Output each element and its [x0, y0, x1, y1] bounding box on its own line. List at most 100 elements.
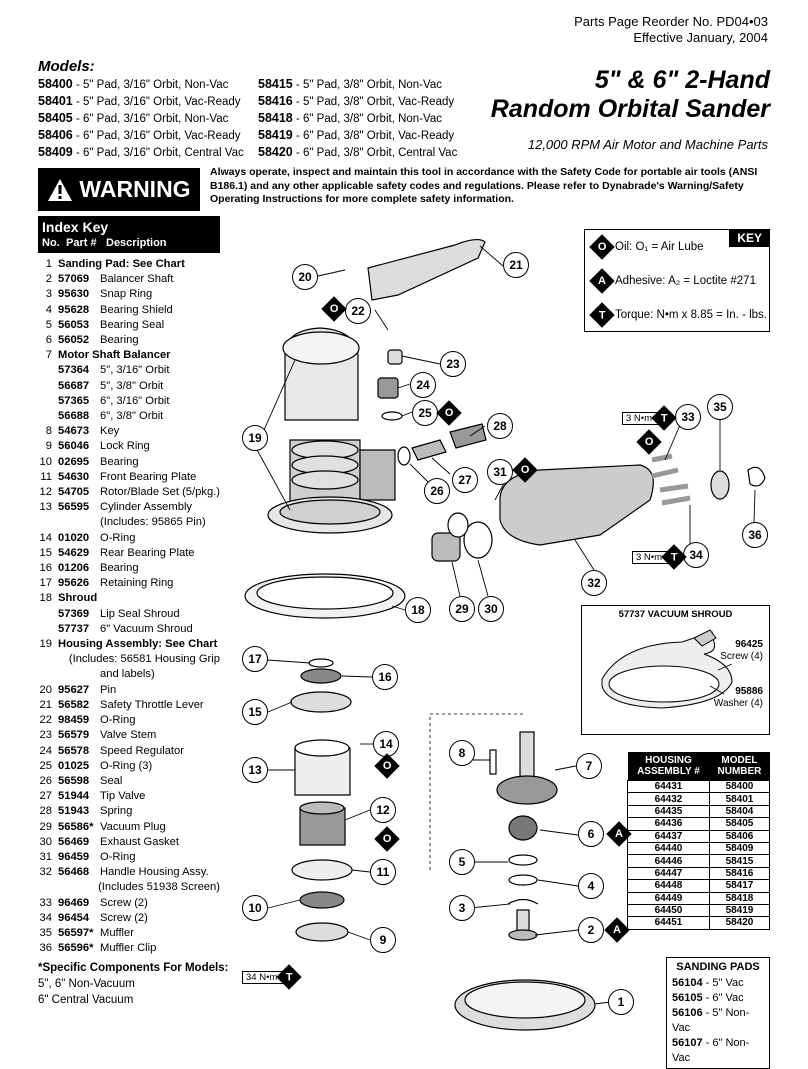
index-part: 56053: [58, 318, 90, 331]
callout-15: 15: [242, 699, 268, 725]
callout-32: 32: [581, 570, 607, 596]
index-no: 24: [39, 744, 52, 757]
index-desc: 6", 3/16" Orbit: [100, 394, 170, 407]
model-number: 58420: [258, 145, 293, 159]
index-desc: Tip Valve: [100, 790, 146, 803]
index-part: 01020: [58, 531, 90, 544]
index-no: 21: [39, 698, 52, 711]
index-desc: Motor Shaft Balancer: [58, 349, 171, 362]
index-desc: O-Ring: [100, 850, 136, 863]
index-part: 57369: [58, 607, 90, 620]
index-no: 2: [45, 273, 52, 286]
model-number-cell: 58400: [708, 779, 771, 794]
sanding-pad-row: 56107 - 6" Non-Vac: [672, 1036, 764, 1066]
index-part: 51943: [58, 805, 90, 818]
model-number-cell: 58405: [708, 817, 771, 831]
key-tag: KEY: [729, 229, 770, 247]
index-no: 23: [39, 729, 52, 742]
warning-label: WARNING: [79, 176, 191, 202]
models-heading: Models:: [38, 58, 95, 75]
model-number-cell: 58406: [708, 829, 771, 843]
index-part: 56598: [58, 774, 90, 787]
index-desc: 6", 3/8" Orbit: [100, 410, 164, 423]
index-part: 98459: [58, 714, 90, 727]
callout-33: 33: [675, 404, 701, 430]
shroud-washer-pn: 95886: [735, 686, 763, 697]
housing-number: 64436: [627, 817, 710, 831]
index-no: 12: [39, 486, 52, 499]
index-part: 54673: [58, 425, 90, 438]
torque-9: 34 N•m T: [242, 964, 303, 990]
index-no: 33: [39, 896, 52, 909]
warning-text: Always operate, inspect and maintain thi…: [210, 166, 758, 205]
index-part: 56596*: [58, 942, 94, 955]
model-number: 58400: [38, 77, 73, 91]
callout-29: 29: [449, 596, 475, 622]
shroud-washer-label: 95886 Washer (4): [714, 686, 763, 710]
index-no: 16: [39, 562, 52, 575]
reorder-number: Parts Page Reorder No. PD04•03: [574, 14, 768, 29]
vacuum-shroud-title: 57737 VACUUM SHROUD: [618, 609, 733, 620]
housing-number: 64446: [627, 854, 710, 868]
index-no: 34: [39, 911, 52, 924]
index-desc: Shroud: [58, 592, 98, 605]
model-number: 58419: [258, 128, 293, 142]
torque-34: 3 N•m T: [632, 544, 687, 570]
index-row: (Includes: 95865 Pin): [38, 515, 220, 530]
housing-number: 64435: [627, 804, 710, 819]
index-part: 56046: [58, 440, 90, 453]
index-desc: Screw (2): [100, 911, 148, 924]
sanding-pad-pn: 56107: [672, 1037, 703, 1049]
torque-9-icon: T: [276, 964, 303, 990]
callout-28: 28: [487, 413, 513, 439]
index-part: 54705: [58, 486, 90, 499]
key-torque: T Torque: N•m x 8.85 = In. - lbs.: [589, 302, 767, 328]
index-desc: (Includes 51938 Screen): [98, 881, 220, 894]
callout-6: 6: [578, 821, 604, 847]
index-no: 32: [39, 866, 52, 879]
sanding-pad-desc: - 5" Vac: [702, 977, 744, 989]
index-part: 54630: [58, 470, 90, 483]
reorder-info: Parts Page Reorder No. PD04•03 Effective…: [574, 14, 768, 46]
model-entry: 58405 - 6" Pad, 3/16" Orbit, Non-Vac: [38, 110, 244, 127]
index-desc: Seal: [100, 774, 123, 787]
sanding-pad-row: 56105 - 6" Vac: [672, 991, 764, 1006]
model-entry: 58400 - 5" Pad, 3/16" Orbit, Non-Vac: [38, 76, 244, 93]
model-entry: 58419 - 6" Pad, 3/8" Orbit, Vac-Ready: [258, 127, 457, 144]
index-no: 22: [39, 714, 52, 727]
callout-4: 4: [578, 873, 604, 899]
shroud-screw-label: 96425 Screw (4): [720, 639, 763, 663]
vacuum-shroud-inset: 57737 VACUUM SHROUD 96425 Screw (4) 9588…: [581, 605, 770, 735]
col-no: No.: [42, 237, 60, 249]
model-desc: - 5" Pad, 3/16" Orbit, Vac-Ready: [72, 96, 241, 108]
model-number: 58406: [38, 128, 73, 142]
model-desc: - 6" Pad, 3/16" Orbit, Non-Vac: [72, 113, 229, 125]
index-part: 95627: [58, 683, 90, 696]
index-no: 5: [45, 318, 52, 331]
index-part: 95626: [58, 577, 90, 590]
index-part: 51944: [58, 790, 90, 803]
callout-14: 14: [373, 731, 399, 757]
callout-10: 10: [242, 895, 268, 921]
model-desc: - 6" Pad, 3/16" Orbit, Vac-Ready: [72, 130, 241, 142]
index-part: 56468: [58, 866, 90, 879]
index-part: 56586*: [58, 820, 94, 833]
callout-23: 23: [440, 351, 466, 377]
